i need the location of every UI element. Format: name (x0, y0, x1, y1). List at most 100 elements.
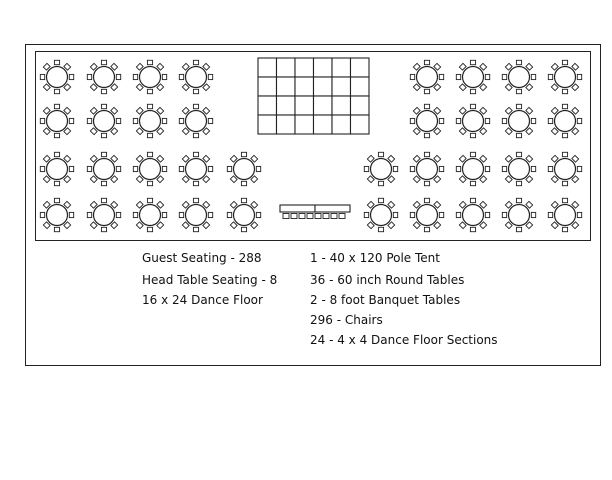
round-table-setting (501, 151, 537, 187)
chair (504, 154, 513, 163)
chair (455, 73, 462, 81)
round-tables (39, 59, 583, 233)
chair (412, 175, 421, 184)
chair (484, 73, 491, 81)
chair (377, 151, 385, 158)
chair (576, 117, 583, 125)
chair (423, 132, 431, 139)
chair (515, 226, 523, 233)
chair (469, 59, 477, 66)
chair (366, 175, 375, 184)
chair (135, 83, 144, 92)
round-table-setting (86, 151, 122, 187)
chair (39, 117, 46, 125)
chair (571, 106, 580, 115)
chair (571, 221, 580, 230)
dance-floor-section (349, 57, 370, 78)
chair (146, 180, 154, 187)
chair (571, 200, 580, 209)
chair (501, 165, 508, 173)
chair (135, 175, 144, 184)
chair (115, 165, 122, 173)
chair (377, 226, 385, 233)
chair (469, 88, 477, 95)
chair (226, 165, 233, 173)
chair (240, 180, 248, 187)
round-table-setting (455, 197, 491, 233)
chair (433, 154, 442, 163)
chair (484, 165, 491, 173)
round-table (184, 203, 208, 227)
chair (504, 106, 513, 115)
round-table (461, 109, 485, 133)
chair (525, 83, 534, 92)
chair (479, 221, 488, 230)
chair (433, 200, 442, 209)
dance-floor-section (294, 57, 315, 78)
chair (181, 175, 190, 184)
round-table (45, 65, 69, 89)
round-table (138, 109, 162, 133)
chair (515, 88, 523, 95)
chair (409, 117, 416, 125)
round-table-setting (547, 151, 583, 187)
round-table (45, 157, 69, 181)
chair (515, 132, 523, 139)
chair (550, 106, 559, 115)
chair (135, 221, 144, 230)
chair (501, 73, 508, 81)
chair (115, 117, 122, 125)
head-table-chair (322, 213, 330, 219)
chair (433, 62, 442, 71)
chair (53, 88, 61, 95)
chair (561, 59, 569, 66)
chair (469, 132, 477, 139)
chair (181, 127, 190, 136)
round-table (507, 157, 531, 181)
chair (438, 165, 445, 173)
chair (42, 154, 51, 163)
chair (110, 83, 119, 92)
round-table (415, 109, 439, 133)
round-table-setting (86, 197, 122, 233)
chair (86, 165, 93, 173)
chair (146, 151, 154, 158)
chair (576, 165, 583, 173)
round-table-setting (226, 151, 262, 187)
chair (561, 132, 569, 139)
chair (229, 175, 238, 184)
chair (207, 73, 214, 81)
dance-floor-size-text: 16 x 24 Dance Floor (142, 293, 263, 307)
chair (571, 175, 580, 184)
chair (366, 154, 375, 163)
chair (156, 106, 165, 115)
round-table (461, 65, 485, 89)
chair (63, 200, 72, 209)
chair (132, 211, 139, 219)
dance-floor-section (312, 57, 333, 78)
chair (42, 175, 51, 184)
chair (202, 175, 211, 184)
chair (135, 62, 144, 71)
chair (550, 221, 559, 230)
round-table-setting (132, 59, 168, 95)
round-table-setting (363, 151, 399, 187)
chair (525, 127, 534, 136)
chair (63, 221, 72, 230)
dance-floor-section (331, 76, 352, 97)
chair (226, 211, 233, 219)
round-table (184, 65, 208, 89)
chair (161, 73, 168, 81)
head-table-chair (306, 213, 314, 219)
chair (530, 211, 537, 219)
chair (547, 211, 554, 219)
round-table (232, 157, 256, 181)
chair (504, 200, 513, 209)
round-table-setting (409, 59, 445, 95)
dance-floor-section (331, 95, 352, 116)
round-table-setting (501, 197, 537, 233)
chair (561, 88, 569, 95)
chair (146, 88, 154, 95)
dance-floor-section (275, 95, 296, 116)
round-table-setting (455, 59, 491, 95)
